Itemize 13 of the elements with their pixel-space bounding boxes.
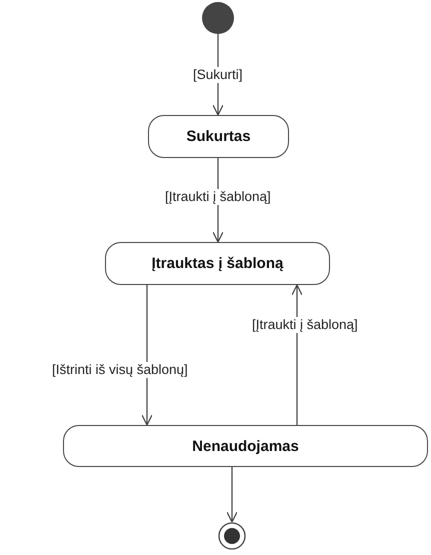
state-box — [63, 425, 428, 467]
edge-label: [Ištrinti iš visų šablonų] — [51, 362, 189, 378]
arrow — [141, 285, 153, 426]
state-box — [148, 115, 289, 158]
edge-label: [Įtraukti į šabloną] — [251, 317, 359, 333]
state-name: Nenaudojamas — [192, 438, 299, 454]
edge-label: [Įtraukti į šabloną] — [164, 189, 272, 205]
arrow — [226, 467, 238, 523]
state-name: Įtrauktas į šabloną — [152, 255, 284, 272]
arrow — [291, 284, 303, 425]
state-name: Sukurtas — [186, 128, 251, 145]
edge-label: [Sukurti] — [192, 67, 244, 83]
state-box — [105, 242, 330, 285]
